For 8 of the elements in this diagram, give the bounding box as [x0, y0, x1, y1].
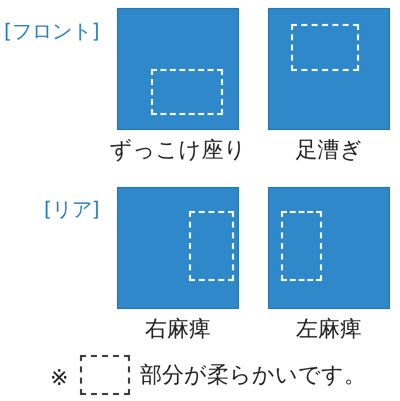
section-heading: [リア] [44, 196, 100, 223]
caption-text: 足漕ぎ [296, 137, 362, 165]
caption-text: 左麻痺 [296, 316, 362, 344]
section-heading: [フロント] [4, 18, 100, 45]
section-heading: ※ [50, 365, 68, 393]
caption-text: ずっこけ座り [110, 137, 246, 165]
legend-text: 部分が柔らかいです。 [140, 362, 366, 390]
caption-text: 右麻痺 [145, 316, 211, 344]
